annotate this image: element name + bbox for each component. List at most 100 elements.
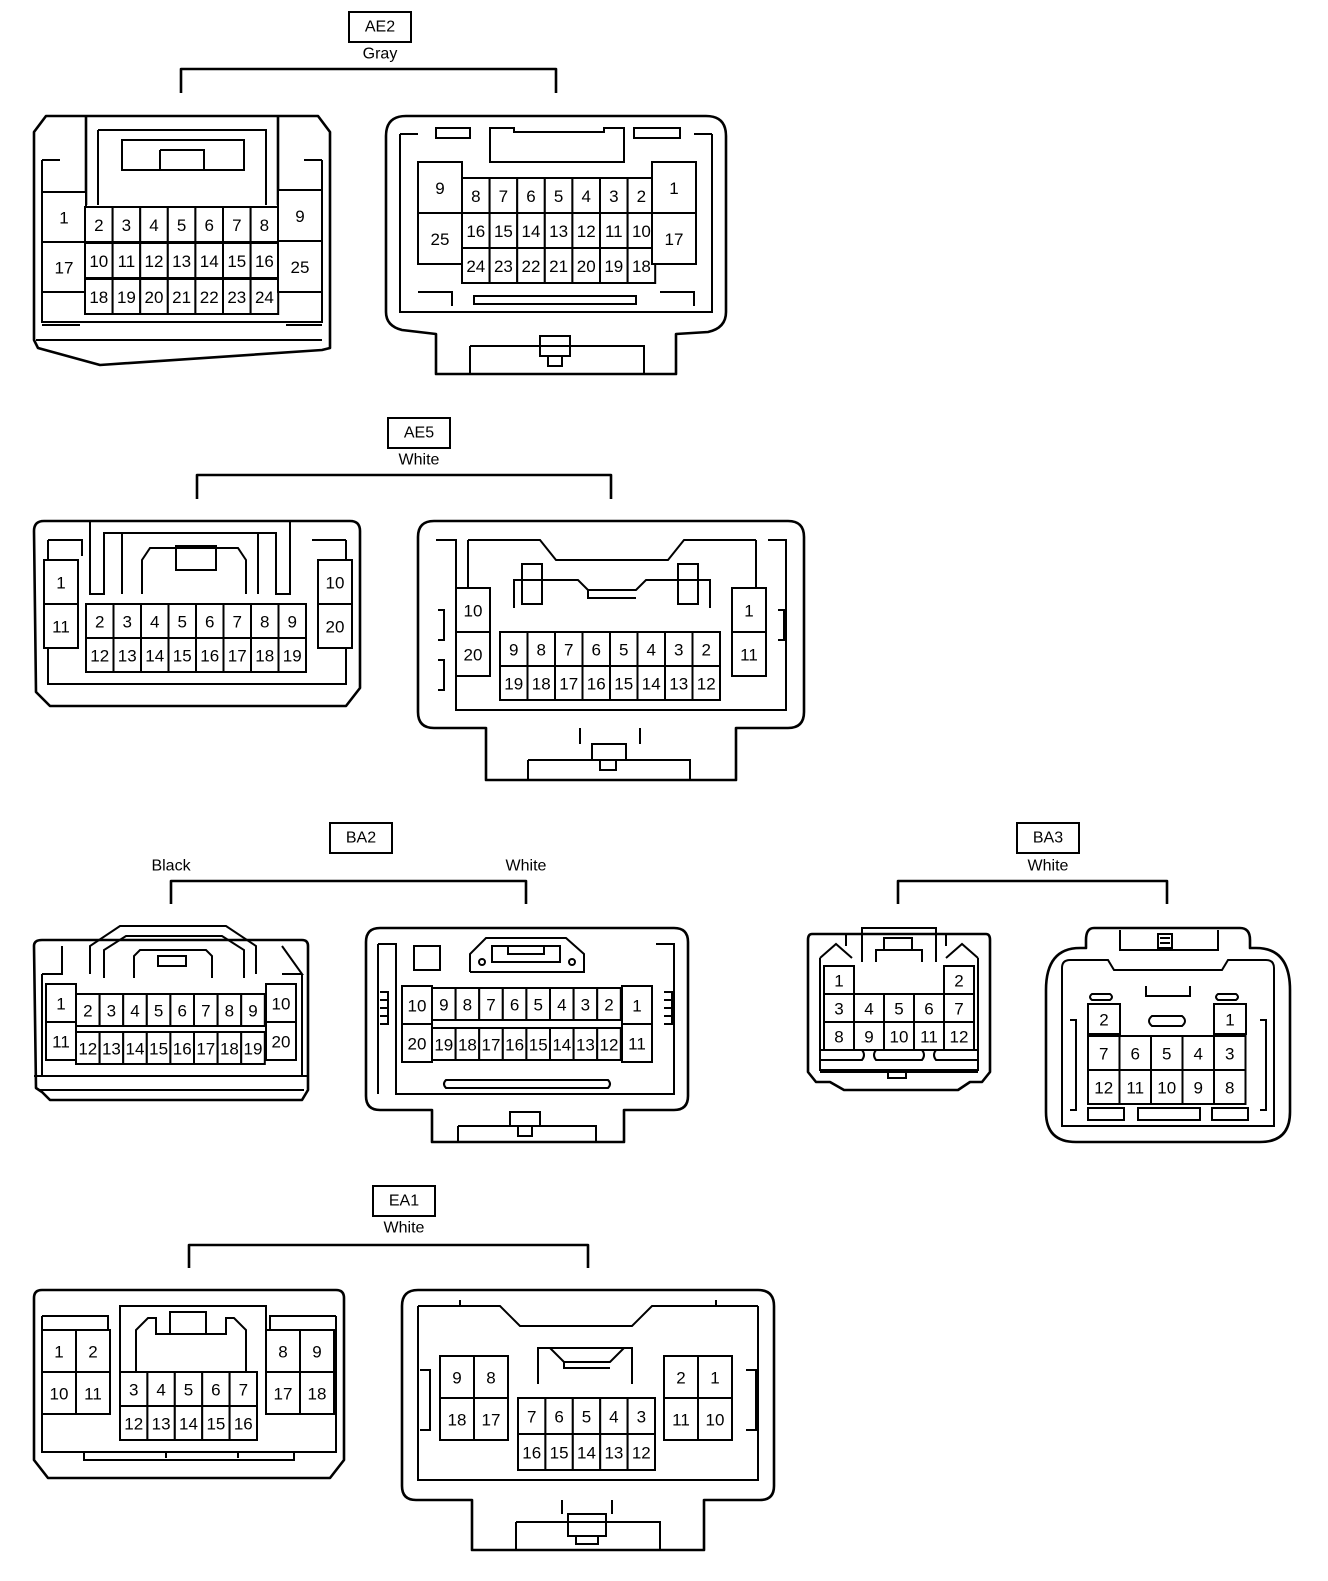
pin-number: 18 xyxy=(89,288,108,307)
pin-cell xyxy=(543,247,574,284)
pin-number: 1 xyxy=(56,574,65,593)
ba3-code-box xyxy=(1016,822,1080,854)
pin-number: 4 xyxy=(130,1002,139,1021)
pin-number: 7 xyxy=(499,187,508,206)
pin-cell xyxy=(731,631,767,677)
pin-number: 15 xyxy=(227,252,246,271)
pin-cell xyxy=(417,161,463,214)
pin-number: 17 xyxy=(196,1040,215,1059)
pin-cell xyxy=(140,603,170,639)
pin-number: 6 xyxy=(924,1000,933,1019)
pin-number: 8 xyxy=(278,1343,287,1362)
pin-number: 19 xyxy=(244,1040,263,1059)
pin-cell xyxy=(265,1329,301,1373)
pin-number: 10 xyxy=(50,1385,69,1404)
pin-number: 17 xyxy=(55,259,74,278)
pin-number: 11 xyxy=(672,1411,690,1430)
pin-number: 16 xyxy=(200,647,219,666)
pin-cell xyxy=(439,1355,475,1399)
pin-number: 5 xyxy=(894,1000,903,1019)
pin-cell xyxy=(112,637,142,673)
pin-number: 23 xyxy=(494,257,513,276)
pin-number: 13 xyxy=(669,675,688,694)
pin-cell xyxy=(554,665,584,701)
pin-number: 24 xyxy=(255,288,274,307)
pin-number: 10 xyxy=(890,1028,909,1047)
pin-number: 9 xyxy=(509,641,518,660)
pin-number: 2 xyxy=(702,641,711,660)
pin-cell xyxy=(194,206,224,243)
pin-number: 20 xyxy=(145,288,164,307)
pin-cell xyxy=(439,1397,475,1441)
pin-number: 10 xyxy=(326,574,345,593)
pin-number: 6 xyxy=(204,216,213,235)
pin-number: 12 xyxy=(78,1040,97,1059)
pin-cell xyxy=(1118,1035,1152,1071)
ae2-bracket xyxy=(179,67,558,93)
pin-number: 11 xyxy=(740,646,758,665)
pin-cell xyxy=(599,1433,629,1471)
pin-number: 9 xyxy=(435,179,444,198)
pin-number: 12 xyxy=(600,1036,619,1055)
pin-number: 9 xyxy=(439,996,448,1015)
pin-number: 12 xyxy=(632,1444,651,1463)
pin-cell xyxy=(943,965,975,995)
pin-cell xyxy=(571,247,602,284)
pin-number: 15 xyxy=(550,1444,569,1463)
pin-number: 10 xyxy=(89,252,108,271)
pin-number: 17 xyxy=(228,647,247,666)
pin-number: 1 xyxy=(744,602,753,621)
pin-number: 7 xyxy=(233,613,242,632)
pin-number: 6 xyxy=(526,187,535,206)
pin-number: 1 xyxy=(54,1343,63,1362)
pin-number: 10 xyxy=(408,997,427,1016)
pin-cell xyxy=(222,278,252,315)
pin-number: 8 xyxy=(1225,1079,1234,1098)
ae2-color: Gray xyxy=(363,46,398,63)
pin-number: 1 xyxy=(1225,1011,1234,1030)
pin-number: 14 xyxy=(145,647,164,666)
pin-number: 7 xyxy=(201,1002,210,1021)
pin-cell xyxy=(626,1433,656,1471)
pin-cell xyxy=(663,1397,699,1441)
pin-cell xyxy=(277,603,307,639)
pin-cell xyxy=(651,212,697,265)
pin-cell xyxy=(265,1021,297,1061)
ea1-right-connector xyxy=(400,1288,776,1552)
ae2-code: AE2 xyxy=(365,19,395,36)
pin-number: 13 xyxy=(604,1444,623,1463)
pin-number: 18 xyxy=(532,675,551,694)
pin-number: 1 xyxy=(56,995,65,1014)
pin-number: 4 xyxy=(156,1381,165,1400)
pin-cell xyxy=(455,587,491,633)
pin-number: 16 xyxy=(522,1444,541,1463)
pin-cell xyxy=(544,1397,574,1435)
pin-number: 5 xyxy=(177,216,186,235)
pin-number: 20 xyxy=(272,1033,291,1052)
pin-number: 16 xyxy=(466,222,485,241)
pin-cell xyxy=(249,278,280,315)
pin-cell xyxy=(596,1027,622,1061)
pin-number: 2 xyxy=(954,972,963,991)
pin-cell xyxy=(571,1433,602,1471)
ba2-left-color: Black xyxy=(151,858,191,875)
pin-number: 8 xyxy=(471,187,480,206)
pin-number: 13 xyxy=(549,222,568,241)
ea1-code-box xyxy=(372,1185,436,1217)
pin-number: 6 xyxy=(1131,1045,1140,1064)
pin-number: 9 xyxy=(1194,1079,1203,1098)
pin-number: 19 xyxy=(604,257,623,276)
pin-cell xyxy=(75,1371,111,1415)
ae5-code-box xyxy=(387,417,451,449)
pin-cell xyxy=(139,278,169,315)
pin-number: 14 xyxy=(552,1036,571,1055)
pin-number: 2 xyxy=(95,613,104,632)
pin-number: 1 xyxy=(834,972,843,991)
pin-cell xyxy=(222,637,252,673)
pin-number: 15 xyxy=(494,222,513,241)
pin-number: 6 xyxy=(554,1408,563,1427)
ea1-left-connector xyxy=(32,1288,346,1480)
